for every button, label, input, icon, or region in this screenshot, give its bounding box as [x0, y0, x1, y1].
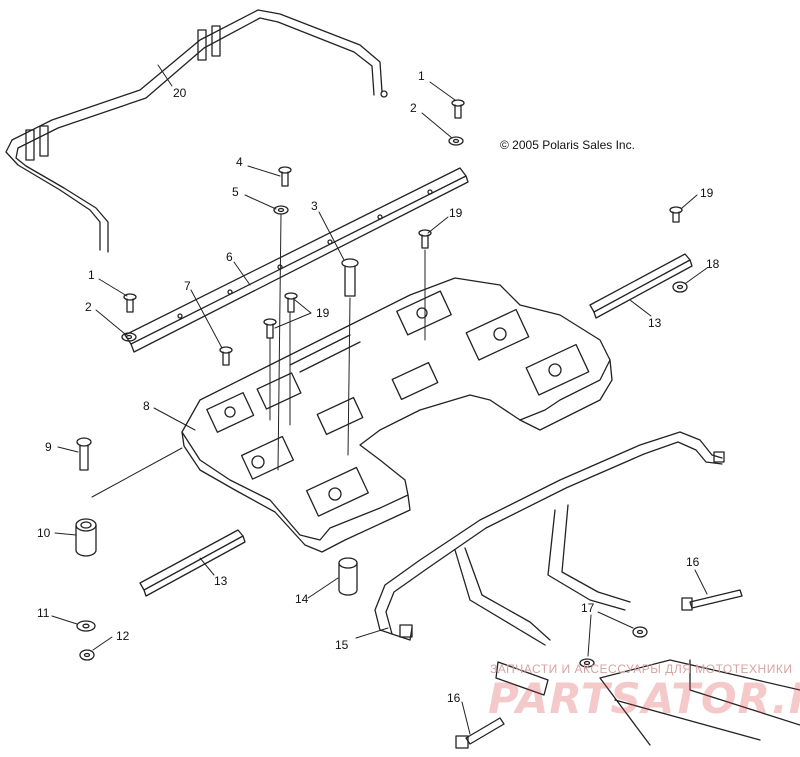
screw-part-19-a — [418, 229, 432, 249]
callout-16-upper: 16 — [686, 555, 700, 569]
upper-rail-part-20 — [5, 9, 388, 253]
callout-12: 12 — [116, 629, 130, 643]
copyright-notice: © 2005 Polaris Sales Inc. — [500, 138, 635, 152]
washer-part-2-upper — [448, 136, 464, 146]
screw-part-19-c — [263, 318, 277, 339]
washer-part-2-lower — [121, 332, 137, 342]
callout-17: 17 — [581, 601, 595, 615]
callout-14: 14 — [295, 592, 309, 606]
nut-part-12 — [79, 649, 95, 661]
frame-fragment — [599, 659, 800, 746]
lower-rail-part-15 — [374, 431, 725, 646]
bolt-part-3 — [341, 258, 359, 297]
callout-6: 6 — [226, 250, 233, 264]
screw-part-7 — [219, 346, 233, 366]
watermark-caption: ЗАПЧАСТИ И АКСЕССУАРЫ ДЛЯ МОТОТЕХНИКИ — [490, 662, 793, 676]
callout-18: 18 — [706, 257, 720, 271]
callout-19-b: 19 — [316, 306, 330, 320]
callout-9: 9 — [45, 440, 52, 454]
mounting-plate — [495, 661, 549, 696]
callout-13-upper: 13 — [648, 316, 662, 330]
screw-part-4 — [278, 166, 292, 187]
callout-2-lower: 2 — [85, 300, 92, 314]
bolt-part-16-upper — [681, 589, 743, 611]
callout-3: 3 — [311, 199, 318, 213]
strip-part-6 — [124, 167, 469, 353]
callout-19-a: 19 — [449, 206, 463, 220]
assembly-lines — [91, 213, 426, 498]
bolt-part-16-lower — [455, 717, 505, 749]
nut-part-18 — [672, 281, 688, 293]
leader-lines — [51, 64, 708, 735]
callout-7: 7 — [184, 279, 191, 293]
callout-1-lower: 1 — [88, 268, 95, 282]
spacer-part-14 — [338, 557, 358, 596]
callout-4: 4 — [236, 155, 243, 169]
callout-2-upper: 2 — [410, 101, 417, 115]
callout-labels: 1 2 4 5 3 19 6 7 19 1 2 8 9 10 11 12 13 … — [37, 69, 720, 705]
washer-part-17-b — [579, 658, 595, 668]
washer-part-11 — [76, 620, 96, 632]
strip-part-13-lower — [139, 529, 246, 597]
washer-part-5 — [273, 205, 289, 215]
watermark-logo: PARTSATOR.RU — [488, 674, 800, 723]
strip-part-13-upper — [589, 253, 693, 319]
callout-19-d: 19 — [700, 186, 714, 200]
screw-part-1-upper — [451, 99, 465, 119]
callout-11: 11 — [37, 606, 50, 620]
bolt-part-9 — [76, 437, 92, 471]
screw-part-19-b — [284, 292, 298, 313]
callout-8: 8 — [143, 399, 150, 413]
rack-body-part-8 — [181, 277, 613, 553]
bushing-part-10 — [75, 518, 97, 557]
screw-part-19-d — [669, 206, 683, 223]
callout-20: 20 — [173, 86, 187, 100]
callout-1-upper: 1 — [418, 69, 425, 83]
callout-15: 15 — [335, 638, 349, 652]
callout-10: 10 — [37, 526, 51, 540]
screw-part-1-lower — [123, 293, 137, 313]
callout-5: 5 — [232, 185, 239, 199]
callout-16-lower: 16 — [447, 691, 461, 705]
nut-part-17-a — [632, 626, 648, 638]
callout-13-lower: 13 — [214, 574, 228, 588]
